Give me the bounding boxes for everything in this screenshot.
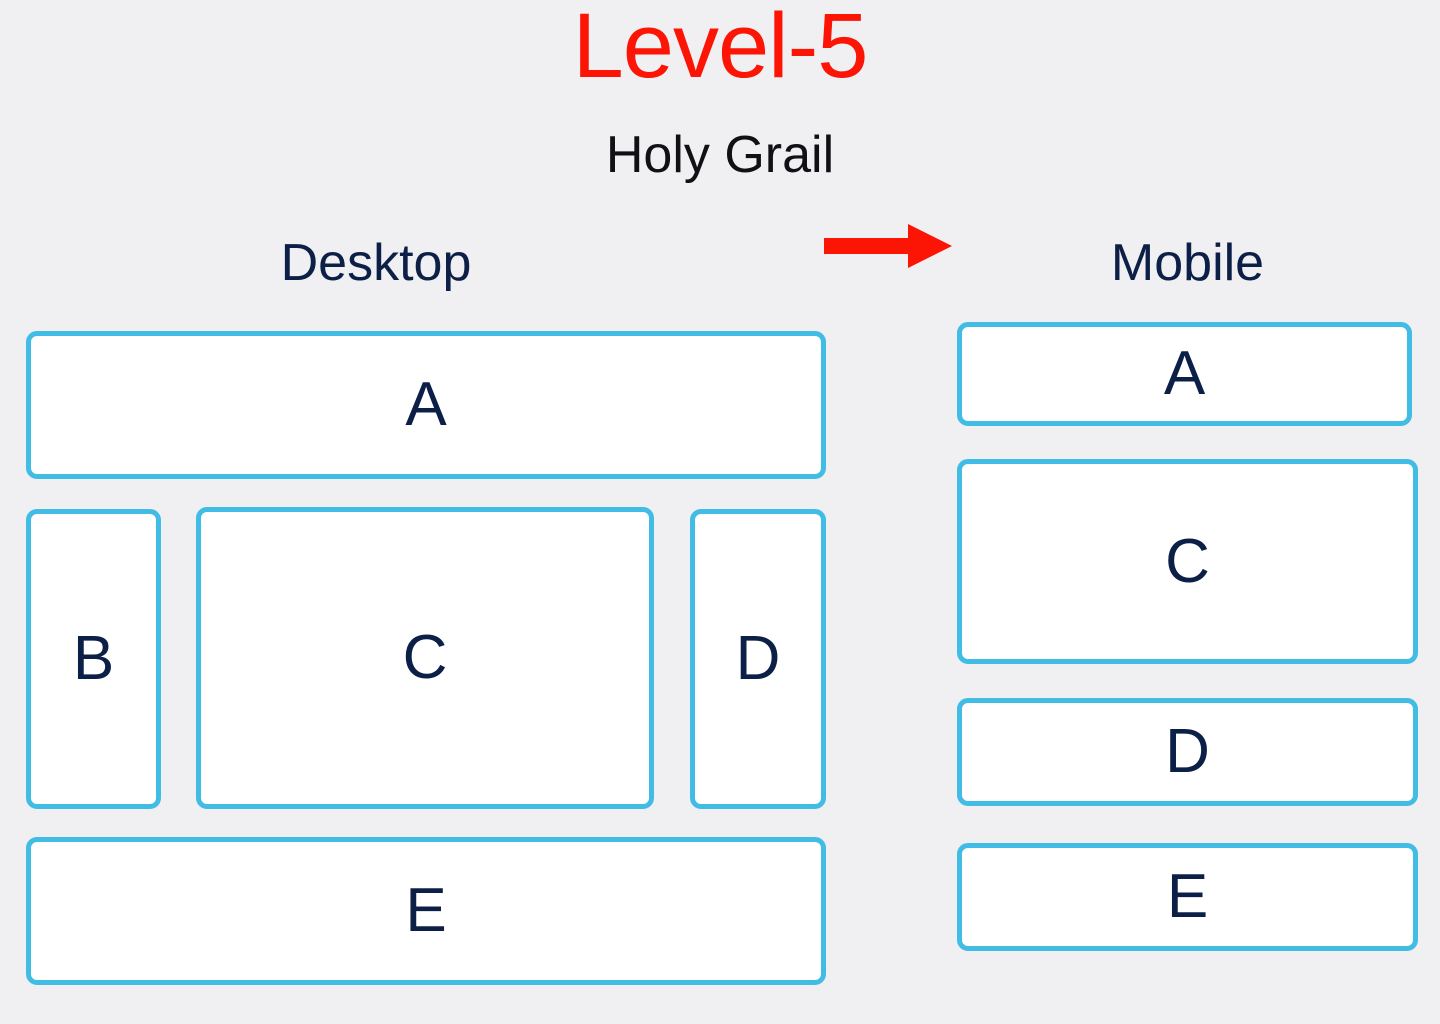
page-subtitle: Holy Grail <box>605 126 835 184</box>
mobile-region-c-label: C <box>1165 526 1210 596</box>
desktop-region-b[interactable]: B <box>26 509 161 809</box>
desktop-region-a-label: A <box>405 370 447 439</box>
desktop-region-c[interactable]: C <box>196 507 654 809</box>
mobile-region-d-label: D <box>1165 717 1210 786</box>
mobile-region-a[interactable]: A <box>957 322 1412 426</box>
desktop-region-e-label: E <box>405 876 447 945</box>
mobile-region-e-label: E <box>1166 862 1209 931</box>
mobile-region-d[interactable]: D <box>957 698 1418 806</box>
arrow-right-icon <box>824 224 952 268</box>
desktop-region-e[interactable]: E <box>26 837 826 985</box>
desktop-region-d[interactable]: D <box>690 509 826 809</box>
desktop-region-c-label: C <box>402 623 448 692</box>
desktop-column-caption: Desktop <box>280 234 472 292</box>
mobile-column-caption: Mobile <box>1110 234 1265 292</box>
desktop-region-a[interactable]: A <box>26 331 826 479</box>
mobile-region-e[interactable]: E <box>957 843 1418 951</box>
desktop-region-d-label: D <box>735 624 781 693</box>
mobile-region-c[interactable]: C <box>957 459 1418 664</box>
mobile-region-a-label: A <box>1163 339 1206 408</box>
page-title: Level-5 <box>572 0 869 97</box>
desktop-region-b-label: B <box>72 624 115 693</box>
